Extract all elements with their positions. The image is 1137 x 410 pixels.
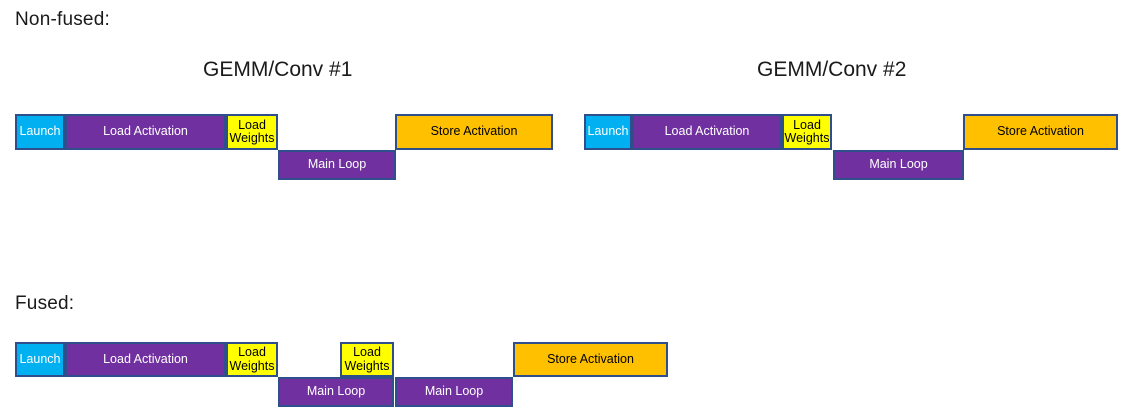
fused-main-loop-2-block: Main Loop (395, 377, 513, 407)
nonfused2-launch-block: Launch (584, 114, 632, 150)
fused-store-activation-block: Store Activation (513, 342, 668, 377)
nonfused2-main-loop-block: Main Loop (833, 150, 964, 180)
fused-load-weights-1-block: Load Weights (226, 342, 278, 377)
fused-load-weights-2-block: Load Weights (340, 342, 394, 377)
nonfused1-store-activation-block: Store Activation (395, 114, 553, 150)
non-fused-section-label: Non-fused: (15, 9, 110, 30)
nonfused1-main-loop-block: Main Loop (278, 150, 396, 180)
gemm-conv-1-title: GEMM/Conv #1 (203, 58, 353, 81)
nonfused2-load-activation-block: Load Activation (632, 114, 782, 150)
fused-main-loop-1-block: Main Loop (278, 377, 394, 407)
nonfused1-launch-block: Launch (15, 114, 65, 150)
fused-launch-block: Launch (15, 342, 65, 377)
nonfused2-load-weights-block: Load Weights (782, 114, 832, 150)
nonfused2-store-activation-block: Store Activation (963, 114, 1118, 150)
nonfused1-load-weights-block: Load Weights (226, 114, 278, 150)
gemm-conv-2-title: GEMM/Conv #2 (757, 58, 907, 81)
nonfused1-load-activation-block: Load Activation (65, 114, 226, 150)
fused-section-label: Fused: (15, 293, 75, 314)
fused-load-activation-block: Load Activation (65, 342, 226, 377)
